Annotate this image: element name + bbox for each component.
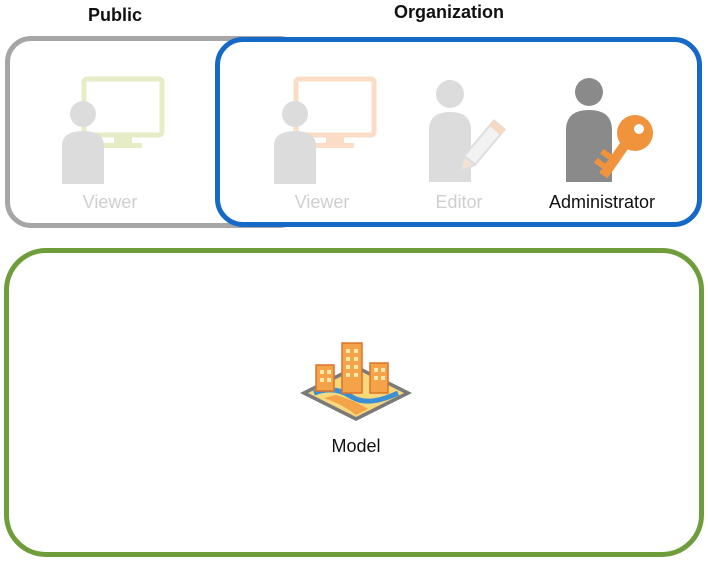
org-editor-label: Editor xyxy=(435,192,483,212)
public-viewer-label: Viewer xyxy=(82,192,138,212)
public-heading: Public xyxy=(88,5,143,25)
public-viewer-role: Viewer xyxy=(50,76,170,213)
org-viewer-role: Viewer xyxy=(262,76,382,213)
model-item: Model xyxy=(294,335,418,457)
org-editor-role: Editor xyxy=(404,76,514,213)
editor-pencil-icon xyxy=(429,80,507,182)
model-label: Model xyxy=(331,436,381,456)
administrator-key-icon xyxy=(566,78,653,182)
organization-heading: Organization xyxy=(394,2,505,22)
org-administrator-role: Administrator xyxy=(532,76,672,213)
model-group-box xyxy=(4,248,704,557)
org-viewer-label: Viewer xyxy=(294,192,350,212)
viewer-monitor-icon xyxy=(274,76,377,184)
viewer-monitor-icon xyxy=(62,76,165,184)
city-model-icon xyxy=(300,342,412,421)
org-administrator-label: Administrator xyxy=(548,192,656,212)
